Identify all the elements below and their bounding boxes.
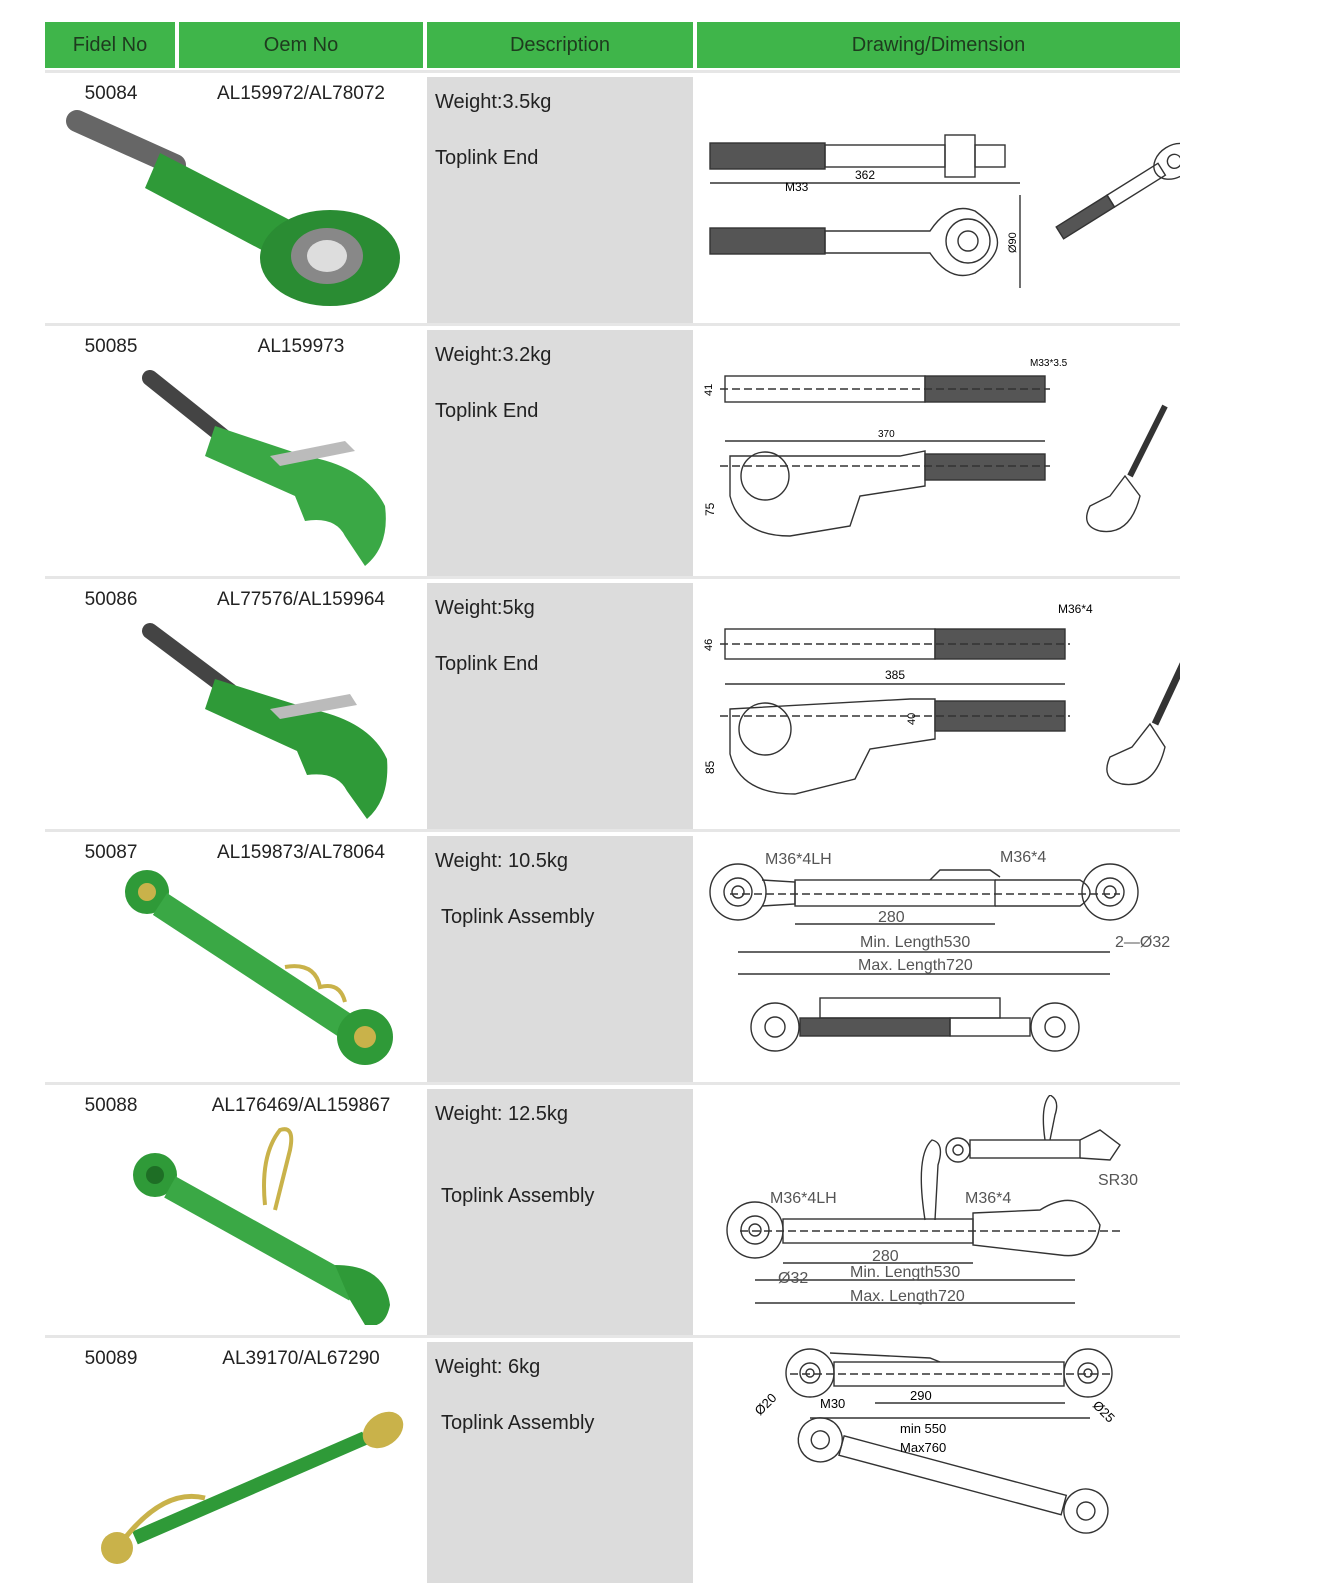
- header-drawing: Drawing/Dimension: [697, 22, 1180, 68]
- dim-label: Max. Length720: [850, 1288, 965, 1305]
- weight: Weight:3.5kg: [435, 91, 552, 113]
- part-type: Toplink Assembly: [441, 1185, 595, 1207]
- dim-label: 41: [703, 384, 715, 396]
- dim-label: Max760: [900, 1440, 946, 1455]
- dim-label: 280: [878, 909, 905, 926]
- oem-no: AL159972/AL78072: [217, 83, 385, 104]
- dim-label: M33*3.5: [1030, 358, 1068, 369]
- weight: Weight:5kg: [435, 597, 535, 619]
- dim-label: Min. Length530: [850, 1264, 960, 1281]
- part-photo: [66, 110, 400, 306]
- dim-label: 370: [878, 429, 895, 440]
- dim-label: min 550: [900, 1421, 946, 1436]
- technical-drawing: M36*4LH M36*4 280 Min. Length530 Max. Le…: [709, 849, 1170, 1052]
- weight: Weight: 12.5kg: [435, 1103, 569, 1125]
- dim-label: 385: [885, 668, 905, 682]
- table-row: 50088 AL176469/AL159867 Weight: 12.5kg T…: [45, 1082, 1180, 1335]
- table-row: 50087 AL159873/AL78064 Weight: 10.5kg To…: [45, 829, 1180, 1082]
- dim-label: Ø32: [778, 1270, 808, 1287]
- oem-no: AL159873/AL78064: [217, 842, 385, 863]
- dim-label: 46: [703, 639, 715, 651]
- fidel-no: 50084: [84, 83, 138, 104]
- part-photo: [101, 1411, 404, 1564]
- table-row: 50084 AL159972/AL78072 Weight:3.5kg Topl…: [45, 70, 1180, 323]
- fidel-no: 50086: [84, 589, 138, 610]
- technical-drawing: M36*4LH M36*4 SR30 280 Ø32 Min. Length53…: [726, 1095, 1138, 1305]
- table-row: 50085 AL159973 Weight:3.2kg Toplink End: [45, 323, 1180, 576]
- part-photo: [125, 870, 393, 1065]
- dim-label: Min. Length530: [860, 934, 970, 951]
- part-type: Toplink End: [435, 653, 539, 675]
- part-photo: [142, 623, 388, 819]
- fidel-no: 50089: [84, 1348, 138, 1369]
- dim-label: Max. Length720: [858, 957, 973, 974]
- dim-label: SR30: [1098, 1172, 1138, 1189]
- part-photo: [133, 1127, 390, 1325]
- header-oem-no: Oem No: [179, 22, 423, 68]
- technical-drawing: M33 362 Ø90: [709, 134, 1180, 288]
- dim-label: M36*4LH: [765, 851, 832, 868]
- part-type: Toplink End: [435, 400, 539, 422]
- fidel-no: 50088: [84, 1095, 138, 1116]
- dim-label: 40: [906, 713, 918, 725]
- dim-label: 2—Ø32: [1115, 934, 1170, 951]
- dim-label: M36*4: [1000, 849, 1046, 866]
- dim-label: M36*4: [1058, 602, 1093, 616]
- dim-label: M30: [820, 1396, 845, 1411]
- dim-label: Ø25: [1090, 1398, 1118, 1426]
- dim-label: Ø90: [1007, 232, 1019, 253]
- part-type: Toplink Assembly: [441, 906, 595, 928]
- dim-label: 75: [703, 502, 717, 516]
- weight: Weight:3.2kg: [435, 344, 552, 366]
- weight: Weight: 10.5kg: [435, 850, 569, 872]
- table-row: 50086 AL77576/AL159964 Weight:5kg Toplin…: [45, 576, 1180, 829]
- technical-drawing: M36*4 46 385 40 85: [703, 602, 1180, 795]
- description-cell: Weight: 12.5kg Toplink Assembly: [427, 1089, 693, 1335]
- parts-catalog-table: Fidel No Oem No Description Drawing/Dime…: [45, 22, 1180, 1583]
- table-row: 50089 AL39170/AL67290 Weight: 6kg Toplin…: [45, 1335, 1180, 1583]
- header-fidel-no: Fidel No: [45, 22, 175, 68]
- dim-label: 362: [855, 168, 875, 182]
- fidel-no: 50087: [84, 842, 138, 863]
- dim-label: M36*4: [965, 1190, 1011, 1207]
- dim-label: 290: [910, 1388, 932, 1403]
- description-cell: Weight:5kg Toplink End: [427, 583, 693, 829]
- dim-label: M33: [785, 180, 809, 194]
- oem-no: AL159973: [257, 336, 345, 357]
- dim-label: 280: [872, 1248, 899, 1265]
- description-cell: Weight:3.5kg Toplink End: [427, 77, 693, 323]
- part-photo: [142, 370, 386, 566]
- dim-label: M36*4LH: [770, 1190, 837, 1207]
- fidel-no: 50085: [84, 336, 138, 357]
- description-cell: Weight:3.2kg Toplink End: [427, 330, 693, 576]
- technical-drawing: Ø20 M30 290 Ø25 min 550 Max760: [752, 1348, 1118, 1534]
- table-header: Fidel No Oem No Description Drawing/Dime…: [45, 22, 1180, 70]
- technical-drawing: M33*3.5 41 370 75: [703, 358, 1168, 537]
- oem-no: AL39170/AL67290: [222, 1348, 380, 1369]
- weight: Weight: 6kg: [435, 1356, 541, 1378]
- part-type: Toplink End: [435, 147, 539, 169]
- dim-label: 85: [703, 760, 717, 774]
- header-description: Description: [427, 22, 693, 68]
- part-type: Toplink Assembly: [441, 1412, 595, 1434]
- oem-no: AL176469/AL159867: [211, 1095, 391, 1116]
- dim-label: Ø20: [752, 1390, 780, 1418]
- description-cell: Weight: 10.5kg Toplink Assembly: [427, 836, 693, 1082]
- description-cell: Weight: 6kg Toplink Assembly: [427, 1342, 693, 1583]
- oem-no: AL77576/AL159964: [217, 589, 385, 610]
